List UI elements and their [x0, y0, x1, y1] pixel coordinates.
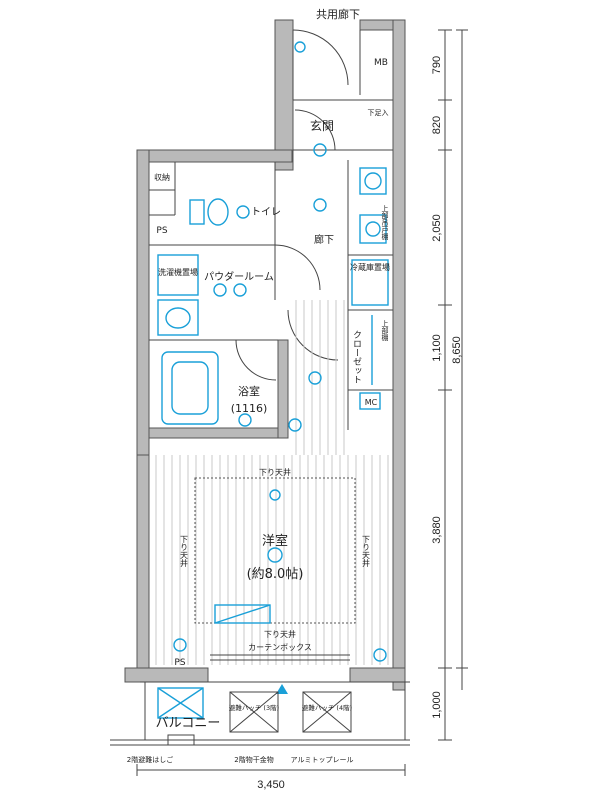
- label-kitchen-storage: 上部吊戸棚: [381, 204, 389, 241]
- label-powder-room: パウダールーム: [204, 270, 274, 283]
- label-bath-size: (1116): [231, 402, 268, 415]
- partitions: [149, 30, 393, 430]
- label-closet: クローゼット: [351, 330, 362, 384]
- walls: [124, 19, 406, 691]
- label-hatch-4f: 避難ハッチ (4階): [302, 703, 352, 712]
- label-ceiling-right: 下り天井: [362, 535, 371, 568]
- label-western-room: 洋室: [262, 533, 288, 549]
- label-ps-bottom: PS: [174, 658, 185, 668]
- label-shoe-cabinet: 下足入: [368, 109, 389, 117]
- label-storage: 収納: [154, 172, 170, 182]
- dim-3880: 3,880: [431, 516, 443, 544]
- dim-total: 8,650: [451, 336, 463, 364]
- label-ceiling-top: 下り天井: [259, 467, 291, 477]
- dim-1000: 1,000: [431, 691, 443, 719]
- doors: [235, 29, 349, 381]
- dim-width: 3,450: [257, 779, 285, 791]
- label-common-corridor: 共用廊下: [316, 7, 360, 21]
- label-entrance: 玄関: [310, 118, 334, 133]
- label-curtain-box: カーテンボックス: [248, 643, 312, 652]
- note-hanger: 2階物干金物: [234, 755, 273, 764]
- label-room-size: (約8.0帖): [247, 567, 304, 582]
- dim-820: 820: [431, 116, 443, 134]
- room-labels: 共用廊下 MB 玄関 下足入 収納 PS トイレ 廊下 洗濯機置場 パウダールー…: [127, 7, 390, 764]
- label-fridge: 冷蔵庫置場: [350, 262, 390, 272]
- label-mc: MC: [365, 398, 378, 407]
- label-ceiling-left: 下り天井: [180, 535, 189, 568]
- label-toilet: トイレ: [251, 207, 281, 218]
- ceiling-outline: [194, 477, 356, 624]
- balcony-area: [110, 654, 410, 746]
- label-hatch-3f: 避難ハッチ (3階): [229, 703, 279, 712]
- dimension-lines: [136, 29, 468, 776]
- label-balcony: バルコニー: [156, 716, 221, 731]
- fixtures: [157, 41, 389, 719]
- dim-1100: 1,100: [431, 334, 443, 362]
- dimension-labels: 790 820 2,050 1,100 3,880 1,000 8,650 3,…: [257, 56, 463, 791]
- label-washer: 洗濯機置場: [158, 267, 198, 277]
- note-ladder: 2階避難はしご: [127, 755, 173, 764]
- dim-2050: 2,050: [431, 214, 443, 242]
- note-rail: アルミトップレール: [291, 756, 354, 764]
- label-ps-top: PS: [156, 226, 167, 236]
- label-mb: MB: [374, 58, 388, 68]
- label-closet-top: 上部棚: [381, 319, 389, 342]
- label-hallway: 廊下: [314, 233, 334, 246]
- label-ceiling-bottom: 下り天井: [264, 629, 296, 639]
- label-bath: 浴室: [238, 384, 260, 398]
- dim-790: 790: [431, 56, 443, 74]
